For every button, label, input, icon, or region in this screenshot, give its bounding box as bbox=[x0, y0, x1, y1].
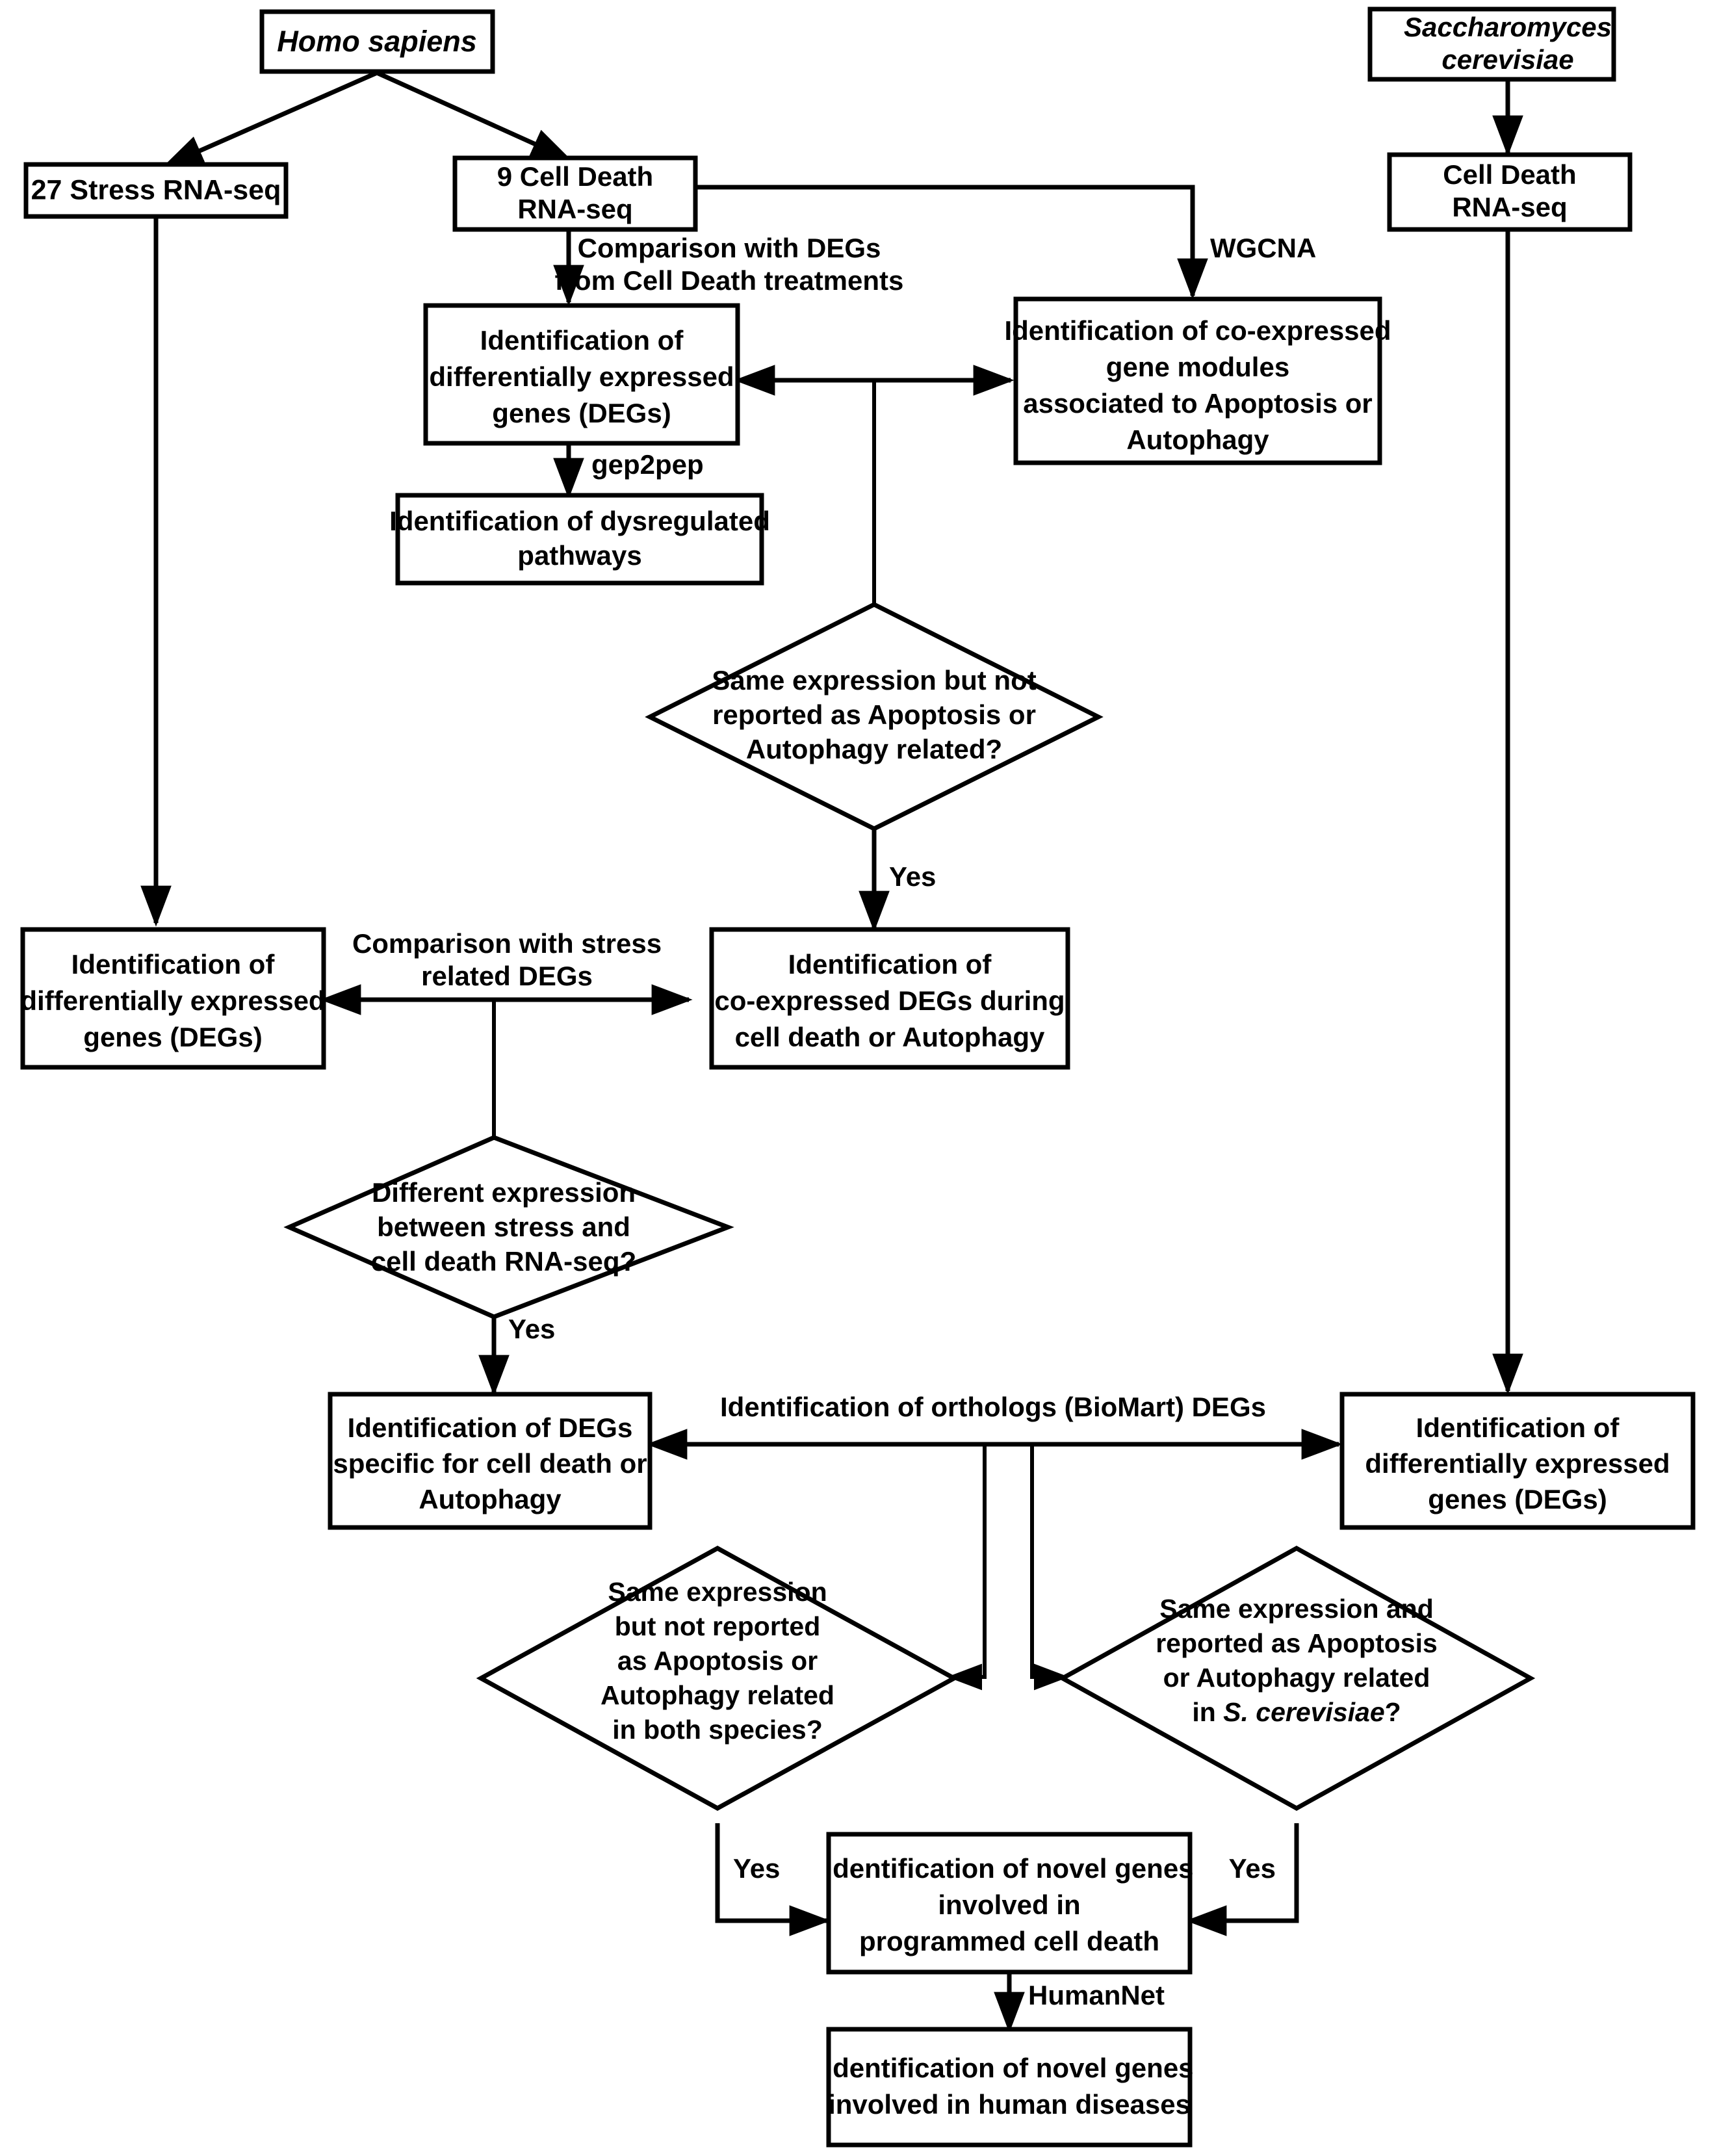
label-comparison-stress: Comparison with stress related DEGs bbox=[352, 928, 662, 991]
node-novel-genes-pcd[interactable]: Identification of novel genes involved i… bbox=[825, 1832, 1194, 1975]
label-comparison-degs: Comparison with DEGs from Cell Death tre… bbox=[555, 233, 904, 296]
label-comparison-degs-line2: from Cell Death treatments bbox=[555, 265, 904, 296]
node-novel-pcd-line3: programmed cell death bbox=[859, 1926, 1159, 1956]
node-human-cd-degs[interactable]: Identification of differentially express… bbox=[423, 303, 740, 446]
node-decision-sc-line4: in S. cerevisiae? bbox=[1192, 1697, 1401, 1727]
node-decision-sc-line4-pre: in bbox=[1192, 1697, 1223, 1727]
node-decision-s-cerevisiae[interactable]: Same expression and reported as Apoptosi… bbox=[1057, 1545, 1536, 1812]
label-humannet: HumanNet bbox=[1028, 1980, 1165, 2010]
label-yes-1: Yes bbox=[889, 861, 936, 892]
edge-homo-to-celldeath bbox=[376, 70, 573, 162]
node-degs-specific[interactable]: Identification of DEGs specific for cell… bbox=[328, 1392, 653, 1530]
label-wgcna: WGCNA bbox=[1210, 233, 1316, 263]
node-stress-degs-line2: differentially expressed bbox=[20, 985, 325, 1016]
node-coexpressed-degs-line2: co-expressed DEGs during bbox=[714, 985, 1065, 1016]
node-degs-specific-line3: Autophagy bbox=[419, 1484, 562, 1514]
node-saccharomyces-line1: Saccharomyces bbox=[1404, 12, 1612, 42]
edge-ortholog-to-right-diamond bbox=[1030, 1444, 1069, 1691]
edge-homo-to-stress bbox=[162, 70, 378, 168]
node-yeast-cell-death-line1: Cell Death bbox=[1443, 159, 1576, 190]
node-coexpressed-modules[interactable]: Identification of co-expressed gene modu… bbox=[1004, 296, 1391, 465]
node-novel-pcd-line2: involved in bbox=[938, 1890, 1080, 1920]
node-coexpressed-degs[interactable]: Identification of co-expressed DEGs duri… bbox=[709, 927, 1070, 1070]
node-decision-sc-line1: Same expression and bbox=[1159, 1594, 1434, 1624]
node-decision2-line1: Different expression bbox=[372, 1177, 636, 1208]
node-novel-disease-line1: Identification of novel genes bbox=[825, 2053, 1193, 2083]
node-decision-both-line3: as Apoptosis or bbox=[617, 1646, 818, 1676]
node-decision-different-expression[interactable]: Different expression between stress and … bbox=[283, 1135, 734, 1319]
label-yes-3: Yes bbox=[733, 1853, 780, 1884]
node-stress-degs-line1: Identification of bbox=[71, 949, 276, 980]
node-decision-sc-line3: or Autophagy related bbox=[1163, 1663, 1430, 1693]
label-yes-2: Yes bbox=[508, 1314, 555, 1344]
node-decision-both-species[interactable]: Same expression but not reported as Apop… bbox=[476, 1546, 959, 1811]
label-orthologs: Identification of orthologs (BioMart) DE… bbox=[720, 1392, 1266, 1422]
node-stress-degs-line3: genes (DEGs) bbox=[83, 1022, 262, 1052]
node-decision1-line3: Autophagy related? bbox=[746, 734, 1002, 764]
node-homo-sapiens-label: Homo sapiens bbox=[277, 25, 477, 58]
node-coexpressed-degs-line1: Identification of bbox=[788, 949, 992, 980]
node-coexpressed-line4: Autophagy bbox=[1126, 424, 1269, 455]
node-stress-rnaseq[interactable]: 27 Stress RNA-seq bbox=[23, 162, 289, 219]
node-decision-both-line1: Same expression bbox=[608, 1577, 827, 1607]
node-human-cd-degs-line3: genes (DEGs) bbox=[492, 398, 671, 428]
node-decision1-line2: reported as Apoptosis or bbox=[712, 699, 1036, 730]
edge-ortholog-to-left-diamond bbox=[947, 1444, 987, 1691]
node-stress-rnaseq-label: 27 Stress RNA-seq bbox=[31, 174, 281, 205]
node-coexpressed-line3: associated to Apoptosis or bbox=[1023, 388, 1373, 419]
node-yeast-degs-line1: Identification of bbox=[1416, 1412, 1620, 1443]
node-homo-sapiens[interactable]: Homo sapiens bbox=[259, 9, 495, 74]
label-gep2pep: gep2pep bbox=[591, 449, 704, 480]
node-novel-pcd-line1: Identification of novel genes bbox=[825, 1853, 1193, 1884]
node-dysregulated-line1: Identification of dysregulated bbox=[389, 506, 770, 536]
node-degs-specific-line1: Identification of DEGs bbox=[348, 1412, 633, 1443]
edge-right-diamond-yes bbox=[1185, 1823, 1299, 1936]
node-cell-death-rnaseq-line1: 9 Cell Death bbox=[497, 161, 653, 192]
node-decision1-line1: Same expression but not bbox=[712, 665, 1036, 695]
node-decision-both-line2: but not reported bbox=[615, 1611, 821, 1641]
node-cell-death-rnaseq[interactable]: 9 Cell Death RNA-seq bbox=[452, 155, 698, 232]
node-cell-death-rnaseq-line2: RNA-seq bbox=[517, 194, 632, 224]
node-coexpressed-line2: gene modules bbox=[1106, 352, 1289, 382]
node-stress-degs[interactable]: Identification of differentially express… bbox=[20, 927, 326, 1070]
node-decision2-line3: cell death RNA-seq? bbox=[371, 1246, 636, 1277]
node-novel-genes-disease[interactable]: Identification of novel genes involved i… bbox=[825, 2027, 1194, 2148]
node-yeast-cell-death-line2: RNA-seq bbox=[1452, 192, 1567, 222]
node-decision-sc-line4-em: S. cerevisiae bbox=[1223, 1697, 1384, 1727]
label-comparison-stress-line1: Comparison with stress bbox=[352, 928, 662, 959]
node-coexpressed-line1: Identification of co-expressed bbox=[1004, 315, 1391, 346]
node-decision-both-line5: in both species? bbox=[612, 1715, 823, 1745]
node-yeast-degs[interactable]: Identification of differentially express… bbox=[1339, 1392, 1696, 1530]
node-dysregulated-line2: pathways bbox=[517, 540, 641, 571]
node-saccharomyces[interactable]: Saccharomyces cerevisiae bbox=[1367, 6, 1616, 82]
node-decision-both-line4: Autophagy related bbox=[601, 1680, 834, 1710]
label-comparison-stress-line2: related DEGs bbox=[421, 961, 593, 991]
node-decision-sc-line4-post: ? bbox=[1385, 1697, 1401, 1727]
node-yeast-degs-line2: differentially expressed bbox=[1365, 1448, 1670, 1479]
edge-left-diamond-yes bbox=[715, 1823, 831, 1936]
node-yeast-cell-death-rnaseq[interactable]: Cell Death RNA-seq bbox=[1387, 152, 1633, 232]
node-novel-disease-line2: involved in human diseases bbox=[828, 2089, 1191, 2120]
node-degs-specific-line2: specific for cell death or bbox=[333, 1448, 647, 1479]
node-decision2-line2: between stress and bbox=[377, 1212, 630, 1242]
label-comparison-degs-line1: Comparison with DEGs bbox=[578, 233, 881, 263]
node-human-cd-degs-line1: Identification of bbox=[480, 325, 684, 356]
edge-celldeath-to-wgcna bbox=[695, 185, 1208, 300]
node-coexpressed-degs-line3: cell death or Autophagy bbox=[735, 1022, 1045, 1052]
node-decision-same-expression-1[interactable]: Same expression but not reported as Apop… bbox=[645, 602, 1104, 831]
node-dysregulated-pathways[interactable]: Identification of dysregulated pathways bbox=[389, 493, 770, 586]
node-human-cd-degs-line2: differentially expressed bbox=[429, 361, 734, 392]
node-decision-sc-line2: reported as Apoptosis bbox=[1156, 1628, 1438, 1658]
label-yes-4: Yes bbox=[1229, 1853, 1276, 1884]
node-yeast-degs-line3: genes (DEGs) bbox=[1428, 1484, 1607, 1514]
node-saccharomyces-line2: cerevisiae bbox=[1441, 44, 1573, 75]
